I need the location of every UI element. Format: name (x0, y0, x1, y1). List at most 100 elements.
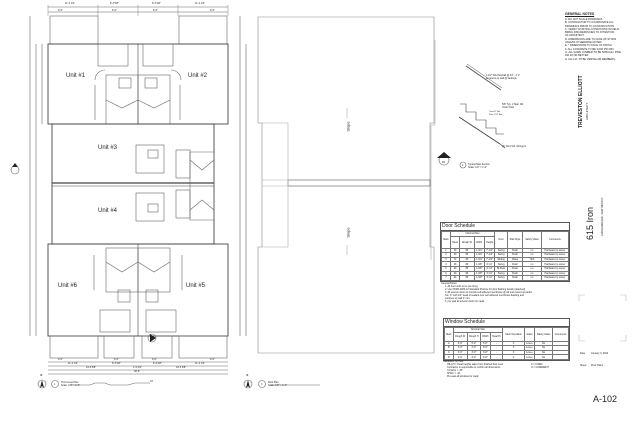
sheet-label: Sheet: (580, 364, 587, 367)
general-note: E. * DIMENSIONS TO FACE OF FINISH (565, 44, 612, 48)
col-header: Mark (444, 327, 454, 342)
roof-plan-title: Roof Plan (268, 380, 279, 384)
stair-section-title: Typical Stair Section (468, 162, 490, 166)
col-header: Rough W (452, 331, 468, 342)
door-schedule: Door Schedule Mark Nominal Size Door Sla… (440, 222, 570, 282)
door-note: 4. pre seal all exterior doors for caulk (445, 300, 485, 303)
unit-6-label: Unit #6 (58, 283, 78, 289)
unit-4-label: Unit #4 (98, 208, 118, 214)
general-notes-title: GENERAL NOTES (565, 12, 595, 16)
window-schedule-table: Mark Nominal Size Sash Operation Glass S… (444, 327, 569, 360)
col-header: Comments (540, 231, 570, 249)
sheet-value: Floor Plans (591, 364, 604, 367)
col-header: Slab Style (506, 231, 524, 249)
door-note: 1. All door units to be pre-hung (445, 285, 478, 288)
window-schedule-notes: GENERAL NOTES: HB-AH = Head heights take… (443, 360, 568, 378)
col-header: Glass (523, 327, 535, 342)
tread-note: Tread 11" Min (489, 111, 501, 113)
top-subdim-4: 9'-6" (210, 8, 215, 12)
general-notes-list: A. DO NOT SCALE DRAWINGS B. CONTRACTOR T… (565, 18, 635, 61)
stair-section-scale: Scale: 1/2" = 1'-0" (468, 165, 487, 169)
legend-item: O = CASEMENT (531, 366, 549, 369)
scale-bar-end: 16' (150, 380, 154, 383)
date-label: Date: (580, 352, 586, 355)
bottom-overall-2: 1'-5 3/4" (133, 366, 142, 369)
bottom-subdim-3: 8'-3 5/8" (153, 362, 162, 365)
unit-2-label: Unit #2 (188, 73, 208, 79)
top-subdim-2: 6'-6" (112, 8, 117, 12)
riser-note: Riser 7 3/4" Max (489, 114, 503, 116)
date-value: January 3, 2022 (591, 352, 609, 355)
roof-plan-scale: Scale: 1/8" = 1'-0" (268, 383, 287, 387)
notes-title: GENERAL NOTES: (443, 360, 464, 363)
bottom-dim-2: 6'-6" (114, 358, 119, 361)
door-note: 3. All exterior doors to provide self ad… (445, 291, 532, 294)
third-level-plan-scale: Scale: 1/4" = 1'-0" (61, 383, 80, 387)
bottom-overall-1: 19'-3 5/8" (86, 366, 97, 369)
sheet-number: A-102 (593, 394, 618, 404)
top-dim-3: 8'-3 5/8" (152, 2, 161, 5)
roof-north-arrow-label: N (246, 374, 249, 377)
top-dim-2: 8'-3 5/8" (110, 2, 119, 5)
col-header: Hand (449, 235, 461, 249)
door-note: min. 6" with 1/4" bead of sealant over s… (445, 294, 524, 297)
bottom-overall-3: 19'-3 5/8" (176, 366, 187, 369)
window-note: SHGC = .40 (447, 372, 460, 375)
general-note: DRAWINGS PRIOR TO CONSTRUCTION (565, 24, 614, 28)
plan-number: 1 (54, 382, 56, 386)
col-header: Rough W (459, 235, 475, 249)
bottom-dim-1: 9'-6" (58, 358, 63, 361)
unit-3-label: Unit #3 (98, 145, 118, 151)
sash-legend: X = FIXED O = CASEMENT (531, 363, 549, 369)
general-note: BRING DISCREPANCIES TO ATTENTION (565, 31, 615, 35)
door-note: 2. Use DSMA AWS-12 Standard Practice for… (445, 288, 526, 291)
window-note: Contractor is responsible to confirm all… (447, 366, 501, 369)
door-schedule-title: Door Schedule (441, 223, 569, 231)
window-schedule: Window Schedule Mark Nominal Size Sash O… (443, 318, 570, 361)
window-schedule-title: Window Schedule (444, 319, 569, 327)
stair-section-number: 2 (462, 164, 464, 167)
roof-plan-number: 3 (261, 382, 263, 386)
window-note: Pre-seal all windows for caulk (447, 375, 479, 378)
general-notes: GENERAL NOTES A. DO NOT SCALE DRAWINGS B… (565, 12, 635, 61)
col-header: Rough H (466, 331, 482, 342)
col-header: Width (480, 331, 491, 342)
top-subdim-3: 6'-6" (153, 8, 158, 12)
window-note: HB-AH = Head heights taken from finished… (447, 363, 504, 366)
handrail-note: 1-1/2" Dia Handrail @ 34" - 3' 1" (486, 74, 521, 77)
overall-dim: 38'-6" (134, 370, 141, 373)
notes-title: General Notes: (441, 282, 458, 285)
stringer-note: (3) 2x12 Std. Stringers (502, 145, 526, 148)
door-note: continue up wall 1" min. (445, 297, 471, 300)
top-dim-4: 11'-4 1/4" (195, 2, 205, 5)
col-header: Width (473, 235, 485, 249)
door-schedule-table: Mark Nominal Size Door Slab Style Safety… (441, 231, 570, 281)
col-header: Safety Glass (522, 231, 542, 249)
handrail-note-2: w/ returns to wall @ landings (486, 77, 517, 80)
unit-1-label: Unit #1 (66, 73, 86, 79)
col-header: Head Ht (489, 331, 504, 342)
window-note: U-Factor = .35 (447, 369, 463, 372)
col-header: Safety Glass (533, 327, 554, 342)
general-note: D. DIMENSIONS ARE TO FACE OF STUDS (565, 37, 617, 41)
col-header: Comments (552, 327, 569, 342)
general-note: FIR #2 OR BETTER (565, 54, 589, 58)
general-note: B. CONTRACTOR TO COORDINATE ALL (565, 21, 614, 25)
col-header: Door (494, 231, 508, 249)
bottom-subdim-1: 11'-4 1/4" (68, 362, 78, 365)
col-header: Height (483, 235, 496, 249)
general-note: A. DO NOT SCALE DRAWINGS (565, 18, 603, 21)
under-stair-note: Under Stair (502, 106, 515, 109)
general-note: F. ALL CONCRETE TO BE 3,000 PSI MIN. (565, 47, 615, 51)
general-note: OF ARCHITECT (565, 34, 585, 38)
general-note: UNLESS OTHERWISE NOTED (565, 41, 602, 45)
general-note: G. ALL SAWN LUMBER TO BE SPRUCE / PINE (565, 50, 621, 54)
bottom-dim-4: 9'-6" (210, 358, 215, 361)
north-arrow-label: N (40, 374, 43, 377)
section-marker-label: R2 (442, 161, 446, 164)
